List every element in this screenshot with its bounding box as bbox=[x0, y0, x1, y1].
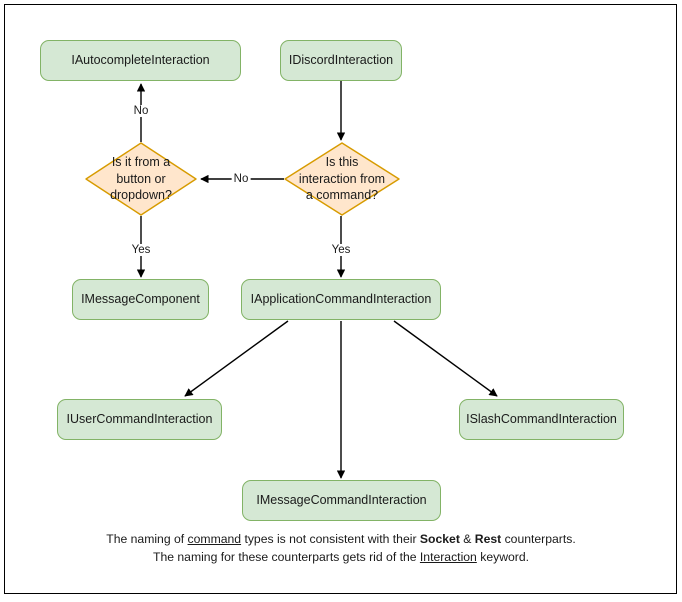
node-decision-is-interaction-from-command[interactable]: Is this interaction from a command? bbox=[284, 142, 400, 216]
node-label: Is it from a button or dropdown? bbox=[110, 155, 172, 203]
footnote-strong-rest: Rest bbox=[474, 532, 502, 546]
node-label: IDiscordInteraction bbox=[288, 52, 394, 67]
edge-label-decision-button-yes: Yes bbox=[129, 244, 153, 256]
node-label: ISlashCommandInteraction bbox=[466, 411, 617, 426]
node-message-component[interactable]: IMessageComponent bbox=[72, 279, 209, 320]
node-label: IUserCommandInteraction bbox=[66, 411, 213, 426]
edge-appcommand-to-slashcommand bbox=[393, 320, 498, 397]
node-user-command-interaction[interactable]: IUserCommandInteraction bbox=[57, 399, 222, 440]
footnote-part-2: types is not consistent with their bbox=[241, 532, 420, 546]
edge-label-decision-command-yes: Yes bbox=[329, 244, 353, 256]
footnote-part-4: counterparts. The naming for these count… bbox=[153, 532, 576, 564]
footnote-part-5: keyword. bbox=[476, 549, 529, 564]
node-message-command-interaction[interactable]: IMessageCommandInteraction bbox=[242, 480, 441, 521]
footnote-emphasis-interaction: Interaction bbox=[419, 549, 477, 564]
footnote-part-1: The naming of bbox=[106, 532, 188, 546]
node-application-command-interaction[interactable]: IApplicationCommandInteraction bbox=[241, 279, 441, 320]
footnote-emphasis-command: command bbox=[187, 532, 242, 546]
edge-appcommand-to-usercommand bbox=[184, 320, 289, 397]
node-label: IApplicationCommandInteraction bbox=[250, 291, 432, 306]
node-autocomplete-interaction[interactable]: IAutocompleteInteraction bbox=[40, 40, 241, 81]
node-label: Is this interaction from a command? bbox=[298, 155, 386, 203]
footnote-text: The naming of command types is not consi… bbox=[96, 531, 586, 566]
node-slash-command-interaction[interactable]: ISlashCommandInteraction bbox=[459, 399, 624, 440]
node-label: IMessageCommandInteraction bbox=[256, 492, 427, 507]
diamond-shape bbox=[85, 142, 197, 216]
diamond-shape bbox=[284, 142, 400, 216]
edge-label-decision-command-no: No bbox=[231, 173, 251, 185]
node-label: IMessageComponent bbox=[81, 291, 200, 306]
footnote-strong-socket: Socket bbox=[419, 532, 460, 546]
node-discord-interaction[interactable]: IDiscordInteraction bbox=[280, 40, 402, 81]
node-decision-is-from-button-or-dropdown[interactable]: Is it from a button or dropdown? bbox=[85, 142, 197, 216]
footnote-part-3: & bbox=[459, 532, 475, 546]
edge-label-decision-button-no: No bbox=[131, 105, 151, 117]
node-label: IAutocompleteInteraction bbox=[71, 52, 210, 67]
